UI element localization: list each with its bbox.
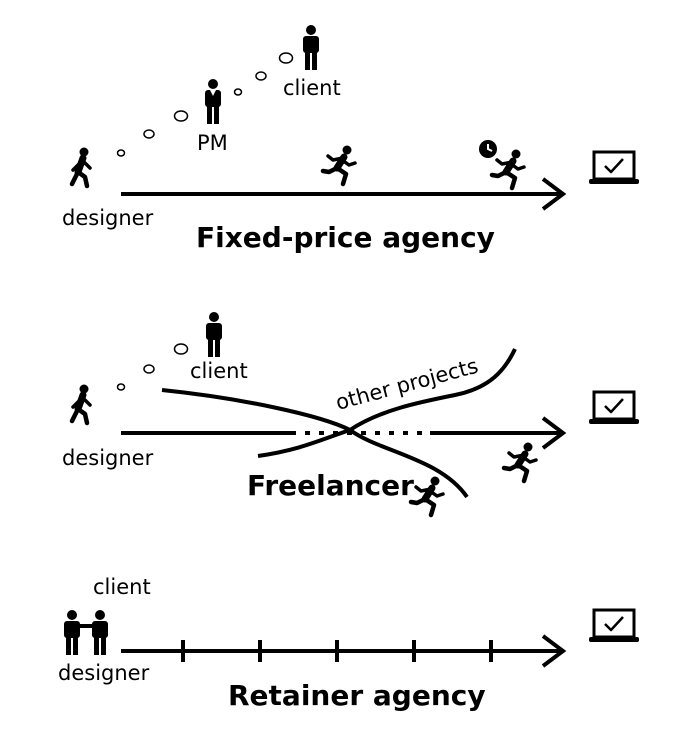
runner-icon: [323, 146, 355, 185]
designer-label: designer: [62, 206, 154, 230]
pm-person-icon: [205, 79, 221, 124]
designer-walking-icon: [72, 148, 90, 187]
arrow-head: [541, 634, 567, 668]
fixed-price-title: Fixed-price agency: [196, 221, 495, 254]
late-runner-icon: [492, 150, 524, 189]
client-label: client: [283, 76, 341, 100]
thought-bubbles: [116, 52, 294, 157]
retainer-title: Retainer agency: [228, 679, 486, 712]
laptop-check-icon: [587, 390, 641, 426]
arrow-head: [541, 177, 567, 211]
other-projects-curve: [257, 348, 517, 458]
handshake-icon: [64, 610, 108, 655]
client-label: client: [190, 359, 248, 383]
thought-bubbles: [116, 343, 189, 391]
runner-icon: [504, 443, 536, 482]
arrow-head: [541, 416, 567, 450]
panel-freelancer: designer client other projects Freelance…: [62, 312, 641, 516]
runner-icon: [411, 477, 443, 516]
designer-label: designer: [58, 661, 150, 685]
timeline-ticks: [181, 640, 493, 662]
panel-fixed-price: designer PM client Fixed-price agency: [62, 25, 641, 254]
laptop-check-icon: [587, 608, 641, 644]
freelancer-title: Freelancer: [247, 469, 414, 502]
pm-label: PM: [197, 131, 228, 155]
panel-retainer: client designer Retainer agency: [58, 575, 641, 712]
laptop-check-icon: [587, 150, 641, 186]
client-label: client: [93, 575, 151, 599]
designer-walking-icon: [72, 385, 90, 424]
client-person-icon: [206, 312, 222, 357]
designer-label: designer: [62, 446, 154, 470]
client-person-icon: [303, 25, 319, 70]
clock-icon: [478, 139, 498, 159]
